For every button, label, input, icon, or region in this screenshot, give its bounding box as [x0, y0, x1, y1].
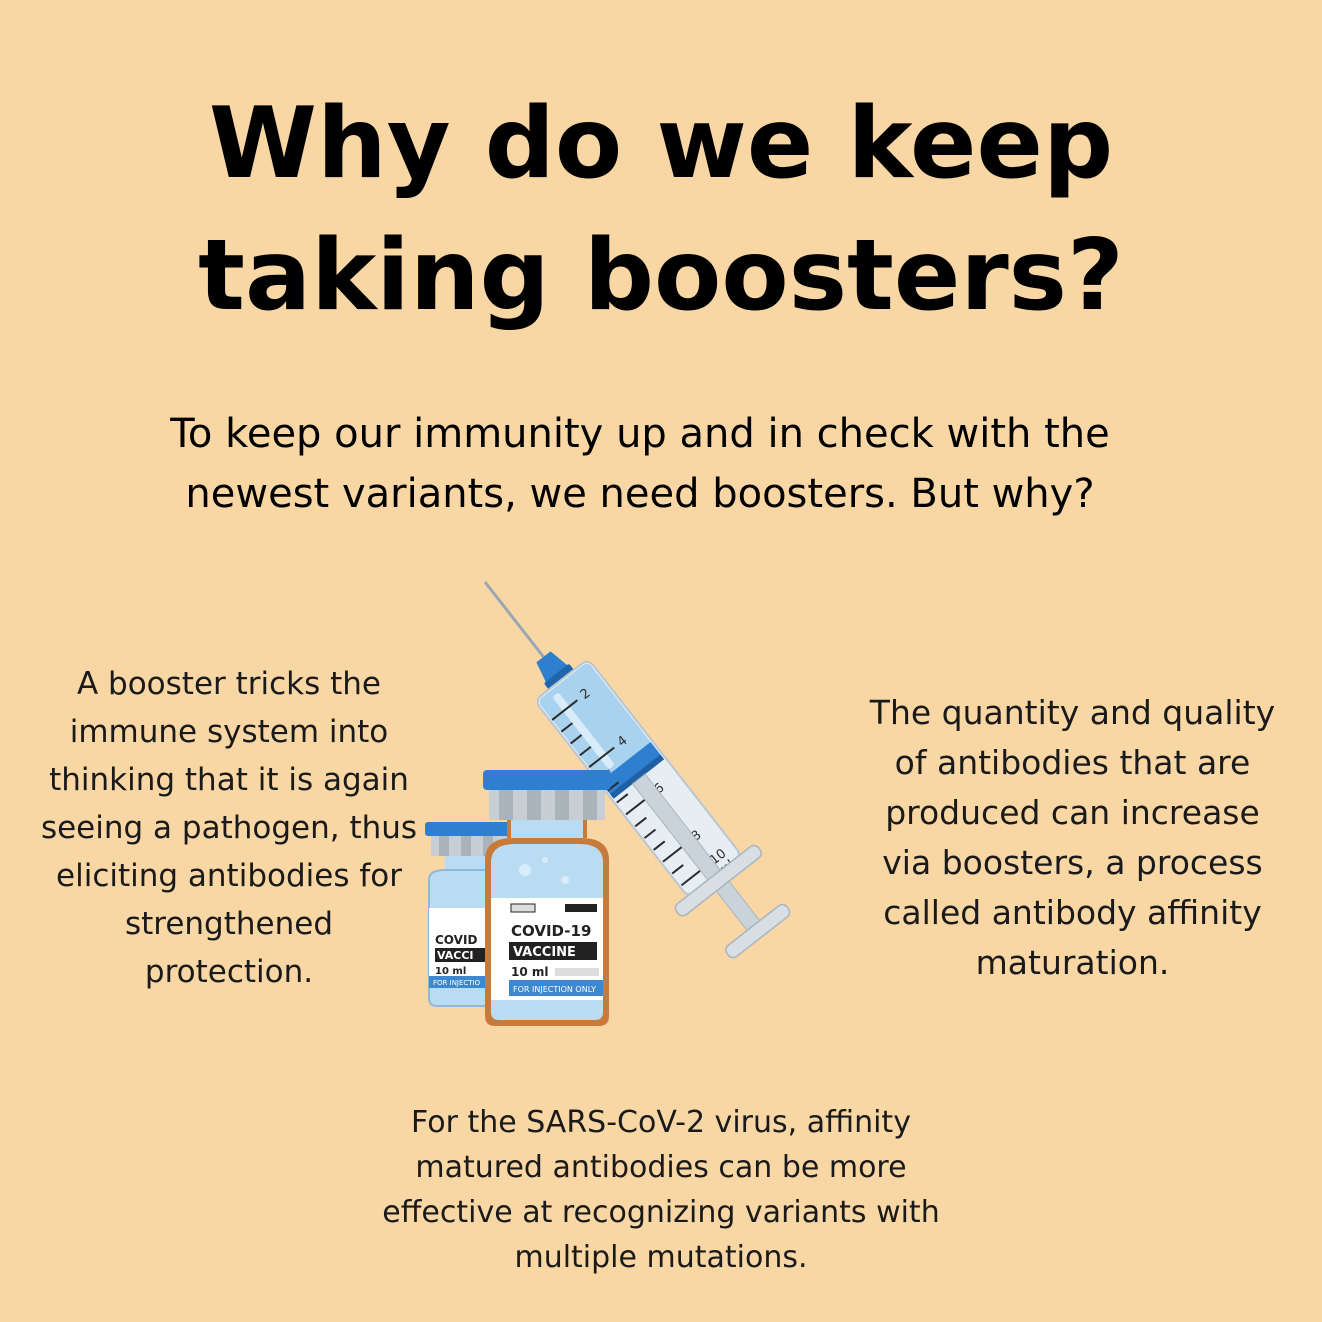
vial-back-volume: 10 ml: [435, 966, 466, 977]
vial-front-name: COVID-19: [511, 922, 591, 940]
intro-line-1: To keep our immunity up and in check wit…: [170, 411, 1110, 457]
vial-back-label: VACCI: [437, 949, 474, 962]
right-line: maturation.: [975, 943, 1170, 982]
vial-front-label: VACCINE: [513, 945, 576, 960]
vial-back-note: FOR INJECTIO: [433, 979, 481, 987]
vial-front-icon: COVID-19 VACCINE 10 ml FOR INJECTION ONL…: [483, 770, 611, 1026]
right-paragraph: The quantity and quality of antibodies t…: [850, 688, 1295, 988]
bottom-line: matured antibodies can be more: [415, 1150, 907, 1185]
left-line: immune system into: [69, 714, 389, 750]
vial-front-volume: 10 ml: [511, 965, 549, 979]
intro-text: To keep our immunity up and in check wit…: [100, 404, 1180, 524]
vaccine-illustration: 2 4 6 8 10 ml COVID: [415, 570, 915, 1045]
left-line: protection.: [144, 954, 314, 990]
vial-back-name: COVID: [435, 933, 477, 947]
syringe-icon: 2 4 6 8 10 ml: [483, 581, 791, 959]
page-title: Why do we keep taking boosters?: [0, 78, 1322, 342]
vial-front-note: FOR INJECTION ONLY: [513, 985, 596, 994]
bottom-line: For the SARS-CoV-2 virus, affinity: [411, 1105, 911, 1140]
left-line: strengthened: [124, 906, 334, 942]
intro-line-2: newest variants, we need boosters. But w…: [185, 471, 1095, 517]
right-line: The quantity and quality: [869, 693, 1276, 732]
title-line-1: Why do we keep: [208, 87, 1114, 201]
title-line-2: taking boosters?: [198, 219, 1124, 333]
bottom-paragraph: For the SARS-CoV-2 virus, affinity matur…: [350, 1100, 972, 1280]
right-line: produced can increase: [885, 793, 1260, 832]
right-line: called antibody affinity: [883, 893, 1262, 932]
vaccine-syringe-icon: 2 4 6 8 10 ml COVID: [425, 581, 791, 1026]
right-line: of antibodies that are: [894, 743, 1251, 782]
left-line: eliciting antibodies for: [56, 858, 402, 894]
left-line: seeing a pathogen, thus: [40, 810, 418, 846]
left-line: A booster tricks the: [76, 666, 382, 702]
left-paragraph: A booster tricks the immune system into …: [24, 660, 434, 996]
right-line: via boosters, a process: [882, 843, 1263, 882]
left-line: thinking that it is again: [49, 762, 409, 798]
bottom-line: effective at recognizing variants with: [382, 1195, 940, 1230]
bottom-line: multiple mutations.: [514, 1240, 808, 1275]
